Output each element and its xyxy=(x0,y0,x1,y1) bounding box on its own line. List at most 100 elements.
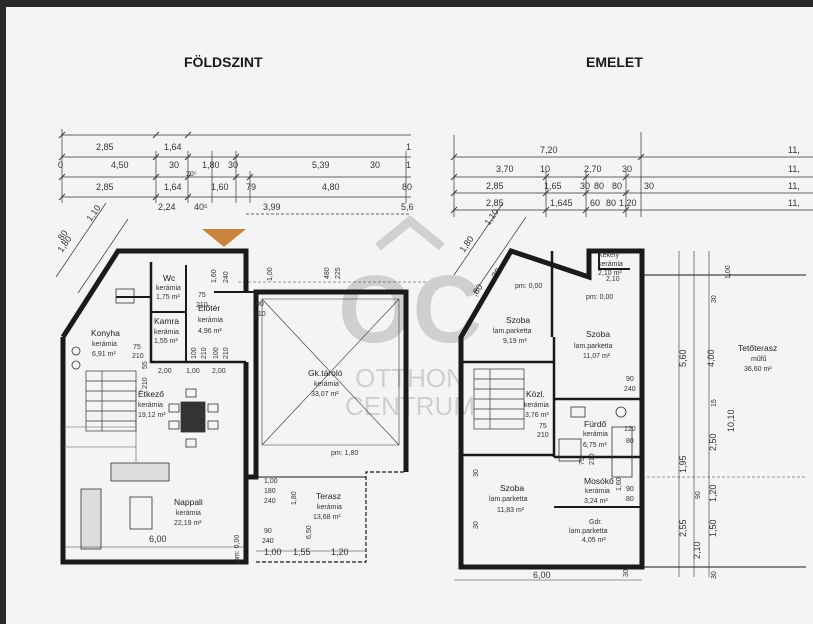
room-terasz-area: 13,68 m² xyxy=(313,514,341,521)
room-etkezo-area: 19,12 m² xyxy=(138,412,166,419)
gdim-m11: 75 xyxy=(133,344,141,351)
udim-r4-e: 1,20 xyxy=(619,198,637,208)
room-gktarolo-mat: kerámia xyxy=(314,381,339,388)
gdim-m29: 1,00 xyxy=(264,547,282,557)
room-kekely-name: Kékély xyxy=(598,252,620,259)
gdim-r4-c: 3,99 xyxy=(263,202,281,212)
room-kamra-mat: kerámia xyxy=(154,329,179,336)
shower-icon xyxy=(558,438,582,462)
room-wc-mat: kerámia xyxy=(156,285,181,292)
room-mosoko-mat: kerámia xyxy=(585,488,610,495)
udim-m1: pm: 0,00 xyxy=(586,294,613,301)
gdim-m25: 1,80 xyxy=(291,491,298,505)
gdim-m3: 480 xyxy=(324,267,331,279)
room-szoba1-name: Szoba xyxy=(506,315,530,325)
udim-m4: 240 xyxy=(624,386,636,393)
room-eloter-mat: kerámia xyxy=(198,317,223,324)
gdim-m27: 90 xyxy=(264,528,272,535)
udim-m13: 90 xyxy=(626,486,634,493)
gdim-m30: 1,55 xyxy=(293,547,311,557)
gdim-r2-a: 0 xyxy=(58,160,63,170)
room-furdo-mat: kerámia xyxy=(583,431,608,438)
udim-rt3: 4,00 xyxy=(706,349,716,367)
udim-r4-d: 80 xyxy=(606,198,616,208)
udim-m7: 120 xyxy=(624,426,636,433)
gdim-m2: 1,00 xyxy=(267,267,274,281)
udim-rt2: 5,60 xyxy=(678,349,688,367)
udim-rt6: 2,50 xyxy=(708,433,718,451)
gdim-r2-d: 1,80 xyxy=(202,160,220,170)
udim-rt5: 15 xyxy=(711,399,718,407)
udim-r3-g: 11, xyxy=(788,181,800,191)
room-mosoko-area: 3,24 m² xyxy=(584,498,608,505)
gdim-r4-d: 5,6 xyxy=(401,202,414,212)
heading-upper-floor: EMELET xyxy=(586,54,643,70)
room-gdr-name: Gdr. xyxy=(589,519,602,526)
udim-rt7: 1,95 xyxy=(678,455,688,473)
udim-r2-a: 3,70 xyxy=(496,164,514,174)
gdim-m24: 240 xyxy=(264,498,276,505)
udim-r1-b: 11, xyxy=(788,145,800,155)
ground-hatch xyxy=(63,387,137,462)
gdim-m7: 90 xyxy=(256,301,264,308)
heading-ground-floor: FÖLDSZINT xyxy=(184,54,263,70)
udim-m15: 1,60 xyxy=(616,477,623,491)
room-nappali-name: Nappali xyxy=(174,497,203,507)
room-terasz-mat: kerámia xyxy=(317,504,342,511)
room-eloter-name: Előtér xyxy=(198,303,220,313)
room-gktarolo-area: 33,07 m² xyxy=(311,391,339,398)
udim-m10: 30 xyxy=(473,521,480,529)
room-kekely-mat: kerámia xyxy=(598,261,623,268)
room-tetoterasz-mat: műfű xyxy=(751,356,767,363)
gdim-r1-c: 1 xyxy=(406,142,411,152)
room-konyha-area: 6,91 m² xyxy=(92,351,116,358)
room-kamra-area: 1,55 m² xyxy=(154,338,178,345)
bath-fixtures xyxy=(558,406,633,478)
room-konyha-mat: kerámia xyxy=(92,341,117,348)
ground-stairs xyxy=(85,370,137,432)
udim-r3-d: 80 xyxy=(594,181,604,191)
udim-rt9: 2,55 xyxy=(678,519,688,537)
ground-dimension-ticks xyxy=(58,131,254,201)
gdim-r4-b: 40⁵ xyxy=(194,202,208,212)
room-szoba3-name: Szoba xyxy=(500,483,524,493)
room-etkezo-mat: kerámia xyxy=(138,402,163,409)
dining-table-icon xyxy=(180,401,206,433)
udim-r2-e: 11, xyxy=(788,164,800,174)
room-gdr-mat: lam.parketta xyxy=(569,528,608,535)
udim-rt13: 30 xyxy=(711,571,718,579)
room-nappali-area: 22,19 m² xyxy=(174,520,202,527)
ground-dimension-lines xyxy=(61,129,411,215)
gdim-m23: 180 xyxy=(264,488,276,495)
watermark: OC OTTHON CENTRUM xyxy=(338,215,482,421)
udim-rt12: 2,10 xyxy=(692,541,702,559)
room-kozl-mat: kerámia xyxy=(524,402,549,409)
room-mosoko-name: Mosókő xyxy=(584,476,614,486)
udim-r2-c: 2,70 xyxy=(584,164,602,174)
udim-r4-a: 2,85 xyxy=(486,198,504,208)
floor-plan-sheet: OC OTTHON CENTRUM FÖLDSZINT EMELET 2,85 … xyxy=(6,7,813,624)
udim-m12: 210 xyxy=(589,453,596,465)
entrance-arrow-icon xyxy=(202,229,246,247)
gdim-r2-b: 4,50 xyxy=(111,160,129,170)
gdim-m28: 240 xyxy=(262,538,274,545)
bathtub-icon xyxy=(611,426,633,478)
udim-rt8: 90 xyxy=(695,491,702,499)
room-szoba3-area: 11,83 m² xyxy=(497,507,525,514)
gdim-m6: 210 xyxy=(196,302,208,309)
watermark-logo: OC xyxy=(338,256,482,363)
ground-floor-walls xyxy=(60,248,409,565)
gdim-m13: 100 xyxy=(191,347,198,359)
udim-r4-c: 60 xyxy=(590,198,600,208)
gdim-m8: 210 xyxy=(254,311,266,318)
gdim-r3-f: 80 xyxy=(402,182,412,192)
upper-floor-walls xyxy=(458,247,806,570)
udim-m9: 30 xyxy=(473,469,480,477)
gdim-m32: 6,00 xyxy=(149,534,167,544)
gdim-m10: 210 xyxy=(142,377,149,389)
room-szoba3-mat: lam.parketta xyxy=(489,496,528,503)
gdim-m17: 2,00 xyxy=(158,368,172,375)
udim-rt0: 1,00 xyxy=(725,265,732,279)
udim-m3: 90 xyxy=(626,376,634,383)
udim-m0: pm: 0,00 xyxy=(515,283,542,290)
